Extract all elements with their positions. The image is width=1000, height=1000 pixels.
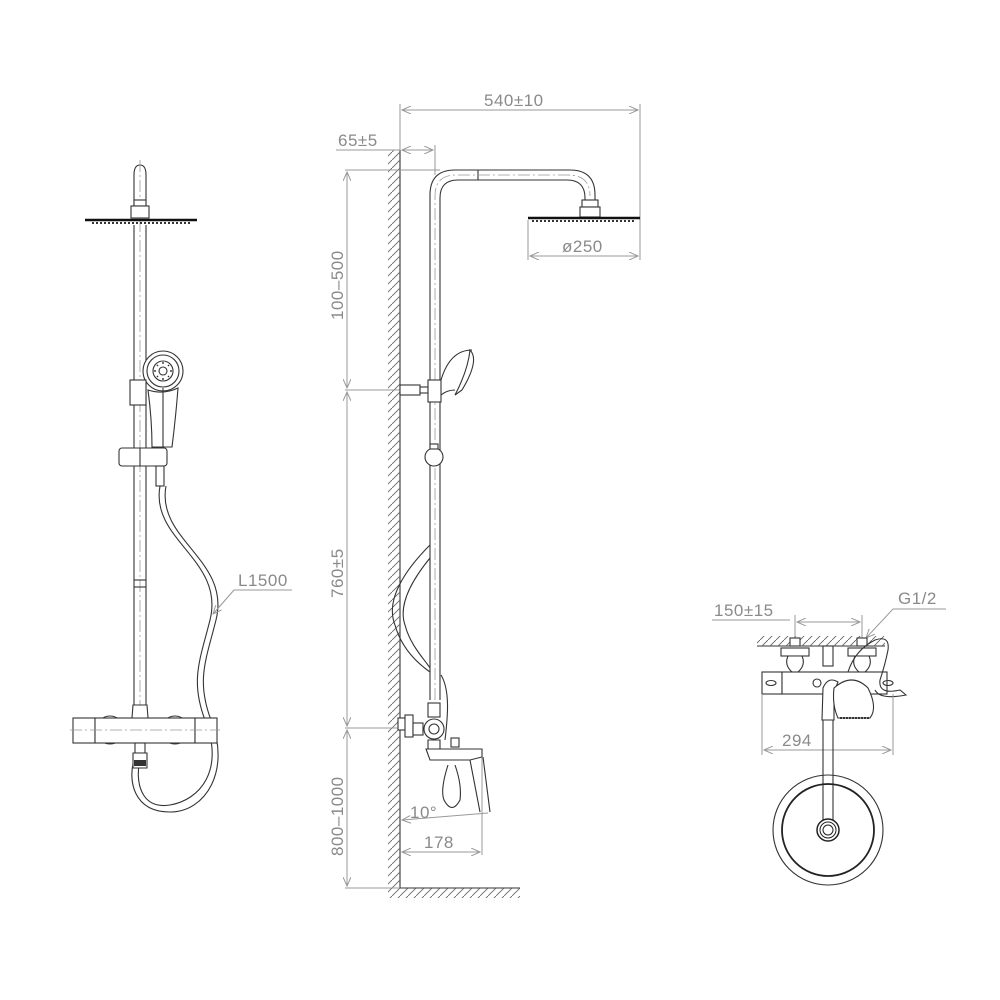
dim-mixer-width: 294 <box>782 731 812 750</box>
dim-spout-projection: 178 <box>424 833 454 852</box>
thread-size-label: G1/2 <box>898 589 937 608</box>
dim-upper-height: 100–500 <box>328 250 347 320</box>
side-view: 540±10 65±5 100–500 760±5 800–1000 ø250 <box>328 91 641 898</box>
dim-wall-offset: 65±5 <box>338 131 378 150</box>
dim-spout-angle: 10° <box>410 803 437 822</box>
dim-inlet-centers: 150±15 <box>714 601 774 620</box>
front-view: L1500 <box>70 160 292 813</box>
dim-mixer-height: 800–1000 <box>328 776 347 856</box>
dim-bar-length: 760±5 <box>328 548 347 598</box>
dim-arm-projection: 540±10 <box>484 91 544 110</box>
top-view: 150±15 G1/2 294 <box>712 589 946 886</box>
dim-head-diameter: ø250 <box>562 237 603 256</box>
hose-length-label: L1500 <box>238 571 288 590</box>
